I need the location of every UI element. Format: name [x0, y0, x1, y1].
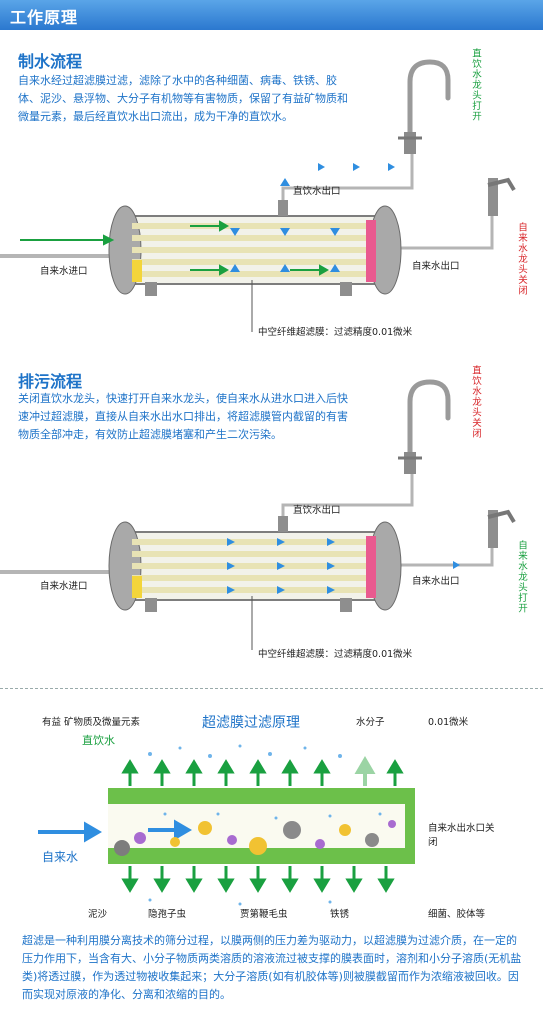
label-precision: 0.01微米	[428, 717, 469, 728]
label-outlet-closed: 自来水出水口关闭	[428, 823, 495, 848]
flushing-tap-status: 自来水龙头打开	[516, 540, 527, 614]
faucet-icon	[398, 59, 451, 154]
label-cryptosporidium: 隐孢子虫	[148, 909, 187, 920]
section-title-flushing: 排污流程	[18, 372, 83, 391]
particles	[114, 820, 396, 856]
section-text-flushing: 关闭直饮水龙头，快速打开自来水龙头，使自来水从进水口进入后快速冲过超滤膜，直接从…	[18, 392, 348, 441]
label-giardia: 贾第鞭毛虫	[240, 909, 288, 920]
production-outlet-label: 直饮水出口	[293, 186, 341, 197]
filter-housing	[108, 200, 402, 296]
flushing-outlet-label: 直饮水出口	[293, 505, 341, 516]
flushing-faucet-status: 直饮水龙头关闭	[470, 365, 481, 439]
label-sand: 泥沙	[88, 909, 108, 920]
production-tap-outlet-label: 自来水出口	[412, 261, 460, 272]
label-tap-water: 自来水	[42, 850, 79, 864]
filter-housing	[108, 516, 402, 612]
tap-icon	[487, 509, 516, 548]
flushing-diagram	[0, 379, 516, 650]
label-minerals: 有益 矿物质及微量元素	[42, 717, 141, 728]
production-faucet-status: 直饮水龙头打开	[470, 48, 481, 122]
page-title: 工作原理	[10, 8, 79, 27]
production-tap-status: 自来水龙头关闭	[516, 222, 527, 296]
tap-icon	[487, 177, 516, 216]
section-divider	[0, 688, 543, 689]
label-drinking-water: 直饮水	[82, 734, 115, 747]
membrane-diagram	[38, 744, 415, 906]
section-title-principle: 超滤膜过滤原理	[202, 715, 300, 731]
section-text-production: 自来水经过超滤膜过滤，滤除了水中的各种细菌、病毒、铁锈、胶体、泥沙、悬浮物、大分…	[18, 74, 348, 123]
production-inlet-label: 自来水进口	[40, 266, 88, 277]
flushing-membrane-label: 中空纤维超滤膜：过滤精度0.01微米	[258, 649, 413, 660]
section-title-production: 制水流程	[18, 52, 83, 71]
production-membrane-label: 中空纤维超滤膜：过滤精度0.01微米	[258, 327, 413, 338]
flushing-tap-outlet-label: 自来水出口	[412, 576, 460, 587]
drinking-water-pipe	[281, 470, 414, 520]
header-bar	[0, 0, 543, 30]
production-diagram	[0, 59, 516, 332]
principle-text: 超滤是一种利用膜分离技术的筛分过程，以膜两侧的压力差为驱动力，以超滤膜为过滤介质…	[22, 934, 522, 1001]
tap-outlet-pipe	[395, 200, 494, 250]
label-bacteria: 细菌、胶体等	[428, 909, 486, 920]
drinking-water-pipe	[281, 150, 414, 210]
flushing-inlet-label: 自来水进口	[40, 581, 88, 592]
faucet-icon	[398, 379, 451, 474]
label-rust: 铁锈	[330, 909, 350, 920]
tap-outlet-pipe	[395, 536, 494, 567]
label-water-molecule: 水分子	[356, 717, 385, 728]
